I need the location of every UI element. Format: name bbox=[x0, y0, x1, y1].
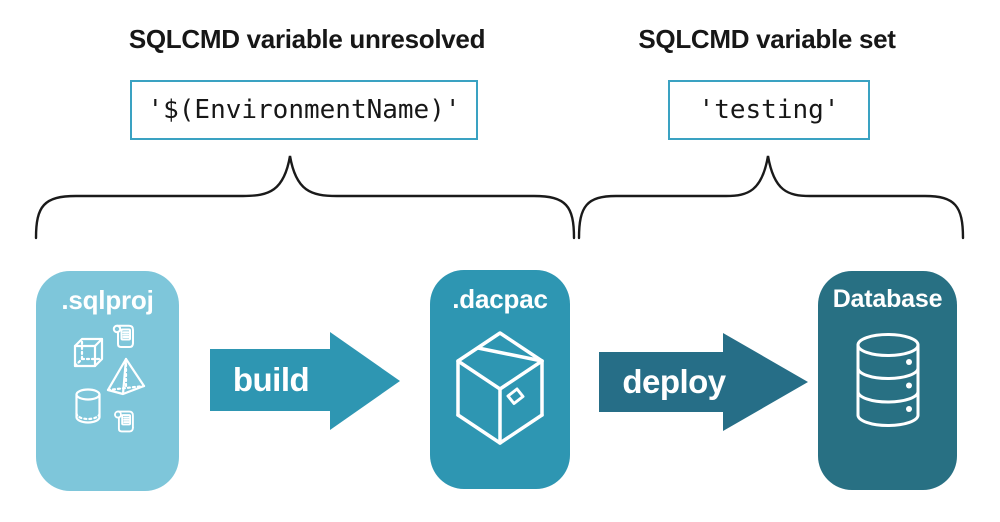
left-brace-icon bbox=[34, 155, 576, 240]
stage-sqlproj-label: .sqlproj bbox=[61, 285, 154, 315]
code-box-testing-value: 'testing' bbox=[668, 80, 870, 140]
pyramid-wireframe-icon bbox=[106, 357, 146, 396]
stage-dacpac-label: .dacpac bbox=[452, 284, 548, 314]
code-text-environment-variable: '$(EnvironmentName)' bbox=[147, 95, 461, 125]
heading-sqlcmd-set: SQLCMD variable set bbox=[638, 24, 896, 54]
heading-sqlcmd-unresolved: SQLCMD variable unresolved bbox=[128, 24, 486, 54]
database-stack-icon bbox=[856, 333, 920, 427]
stage-sqlproj: .sqlproj bbox=[36, 271, 179, 491]
deploy-arrow-label: deploy bbox=[622, 363, 726, 400]
script-scroll-icon bbox=[114, 410, 134, 433]
stage-database-label: Database bbox=[832, 285, 943, 313]
build-arrow-label: build bbox=[232, 361, 310, 398]
right-brace-icon bbox=[577, 155, 965, 240]
stage-database: Database bbox=[818, 271, 957, 490]
code-text-testing-value: 'testing' bbox=[698, 95, 840, 125]
script-scroll-icon bbox=[112, 324, 134, 348]
cube-wireframe-icon bbox=[73, 337, 104, 368]
package-box-icon bbox=[456, 331, 544, 445]
code-box-environment-variable: '$(EnvironmentName)' bbox=[130, 80, 478, 140]
cylinder-icon bbox=[75, 388, 101, 424]
stage-dacpac: .dacpac bbox=[430, 270, 570, 489]
